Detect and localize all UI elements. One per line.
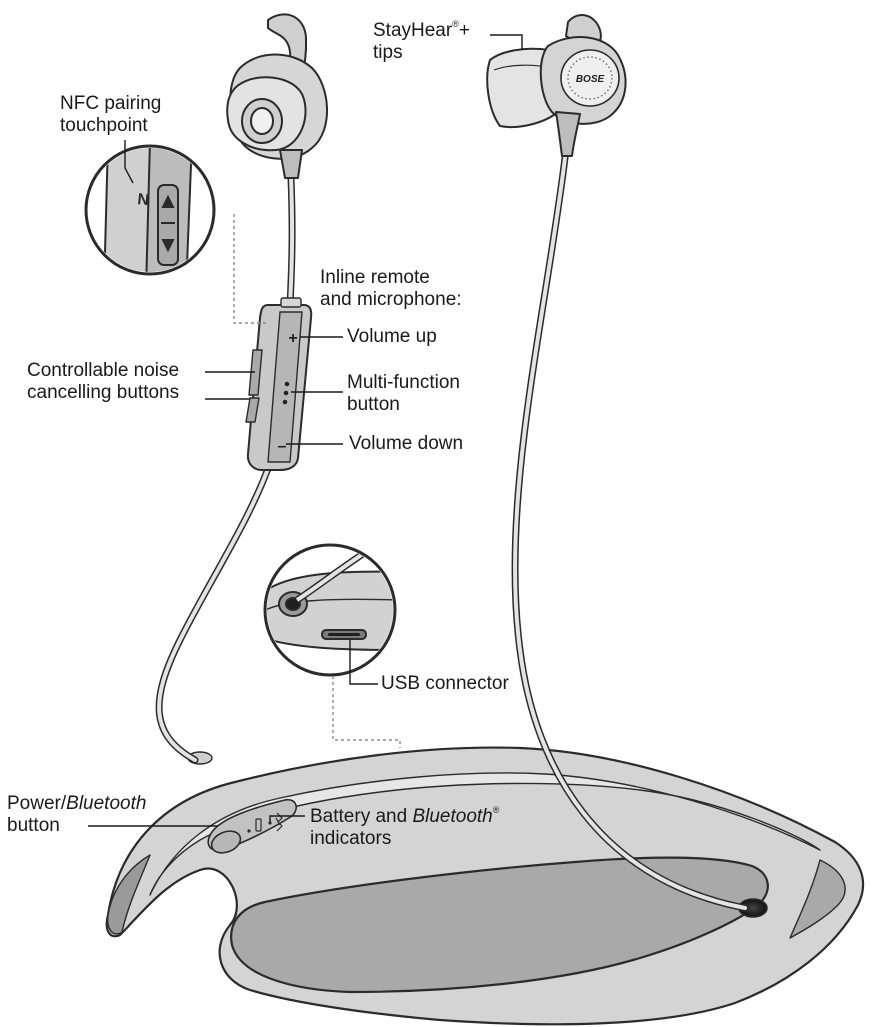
volume-up-label: Volume up bbox=[347, 326, 437, 348]
cnc-label-line1: Controllable noise bbox=[27, 360, 179, 382]
nfc-label-line2: touchpoint bbox=[60, 115, 161, 137]
nfc-label: NFC pairing touchpoint bbox=[60, 93, 161, 137]
stayhear-reg-mark: ® bbox=[452, 19, 459, 29]
power-bluetooth-label: Power/Bluetooth button bbox=[7, 793, 146, 837]
left-earbud bbox=[227, 14, 327, 178]
stayhear-label-line2: tips bbox=[373, 42, 470, 64]
volume-up-mark: + bbox=[288, 330, 297, 347]
right-earbud: BOSE bbox=[487, 15, 625, 156]
multifunction-mark bbox=[285, 382, 290, 387]
nfc-icon: N bbox=[137, 191, 150, 209]
multifunction-label-line2: button bbox=[347, 394, 460, 416]
stayhear-plus: + bbox=[459, 20, 470, 41]
power-label-prefix: Power/ bbox=[7, 793, 66, 814]
neckband bbox=[107, 748, 863, 1025]
power-label-line2: button bbox=[7, 815, 146, 837]
volume-down-label: Volume down bbox=[349, 433, 463, 455]
battery-label-bluetooth: Bluetooth bbox=[412, 806, 492, 827]
inline-remote-label: Inline remote and microphone: bbox=[320, 267, 462, 311]
battery-label-prefix: Battery and bbox=[310, 806, 412, 827]
stayhear-label: StayHear®+ tips bbox=[373, 20, 470, 64]
stayhear-label-text: StayHear bbox=[373, 20, 452, 41]
usb-callout bbox=[253, 545, 400, 675]
nfc-label-line1: NFC pairing bbox=[60, 93, 161, 115]
battery-bluetooth-label: Battery and Bluetooth® indicators bbox=[310, 806, 499, 850]
usb-connector-label: USB connector bbox=[381, 673, 509, 695]
cnc-label: Controllable noise cancelling buttons bbox=[27, 360, 179, 404]
power-label-bluetooth: Bluetooth bbox=[66, 793, 146, 814]
brand-logo: BOSE bbox=[576, 74, 605, 85]
battery-reg-mark: ® bbox=[493, 805, 500, 815]
multifunction-label: Multi-function button bbox=[347, 372, 460, 416]
volume-down-mark: – bbox=[278, 438, 287, 455]
multifunction-label-line1: Multi-function bbox=[347, 372, 460, 394]
battery-label-line2: indicators bbox=[310, 828, 499, 850]
inline-remote-label-line2: and microphone: bbox=[320, 289, 462, 311]
inline-remote-label-line1: Inline remote bbox=[320, 267, 462, 289]
nfc-callout: N bbox=[86, 140, 214, 290]
battery-indicator-light bbox=[247, 829, 250, 832]
cnc-label-line2: cancelling buttons bbox=[27, 382, 179, 404]
